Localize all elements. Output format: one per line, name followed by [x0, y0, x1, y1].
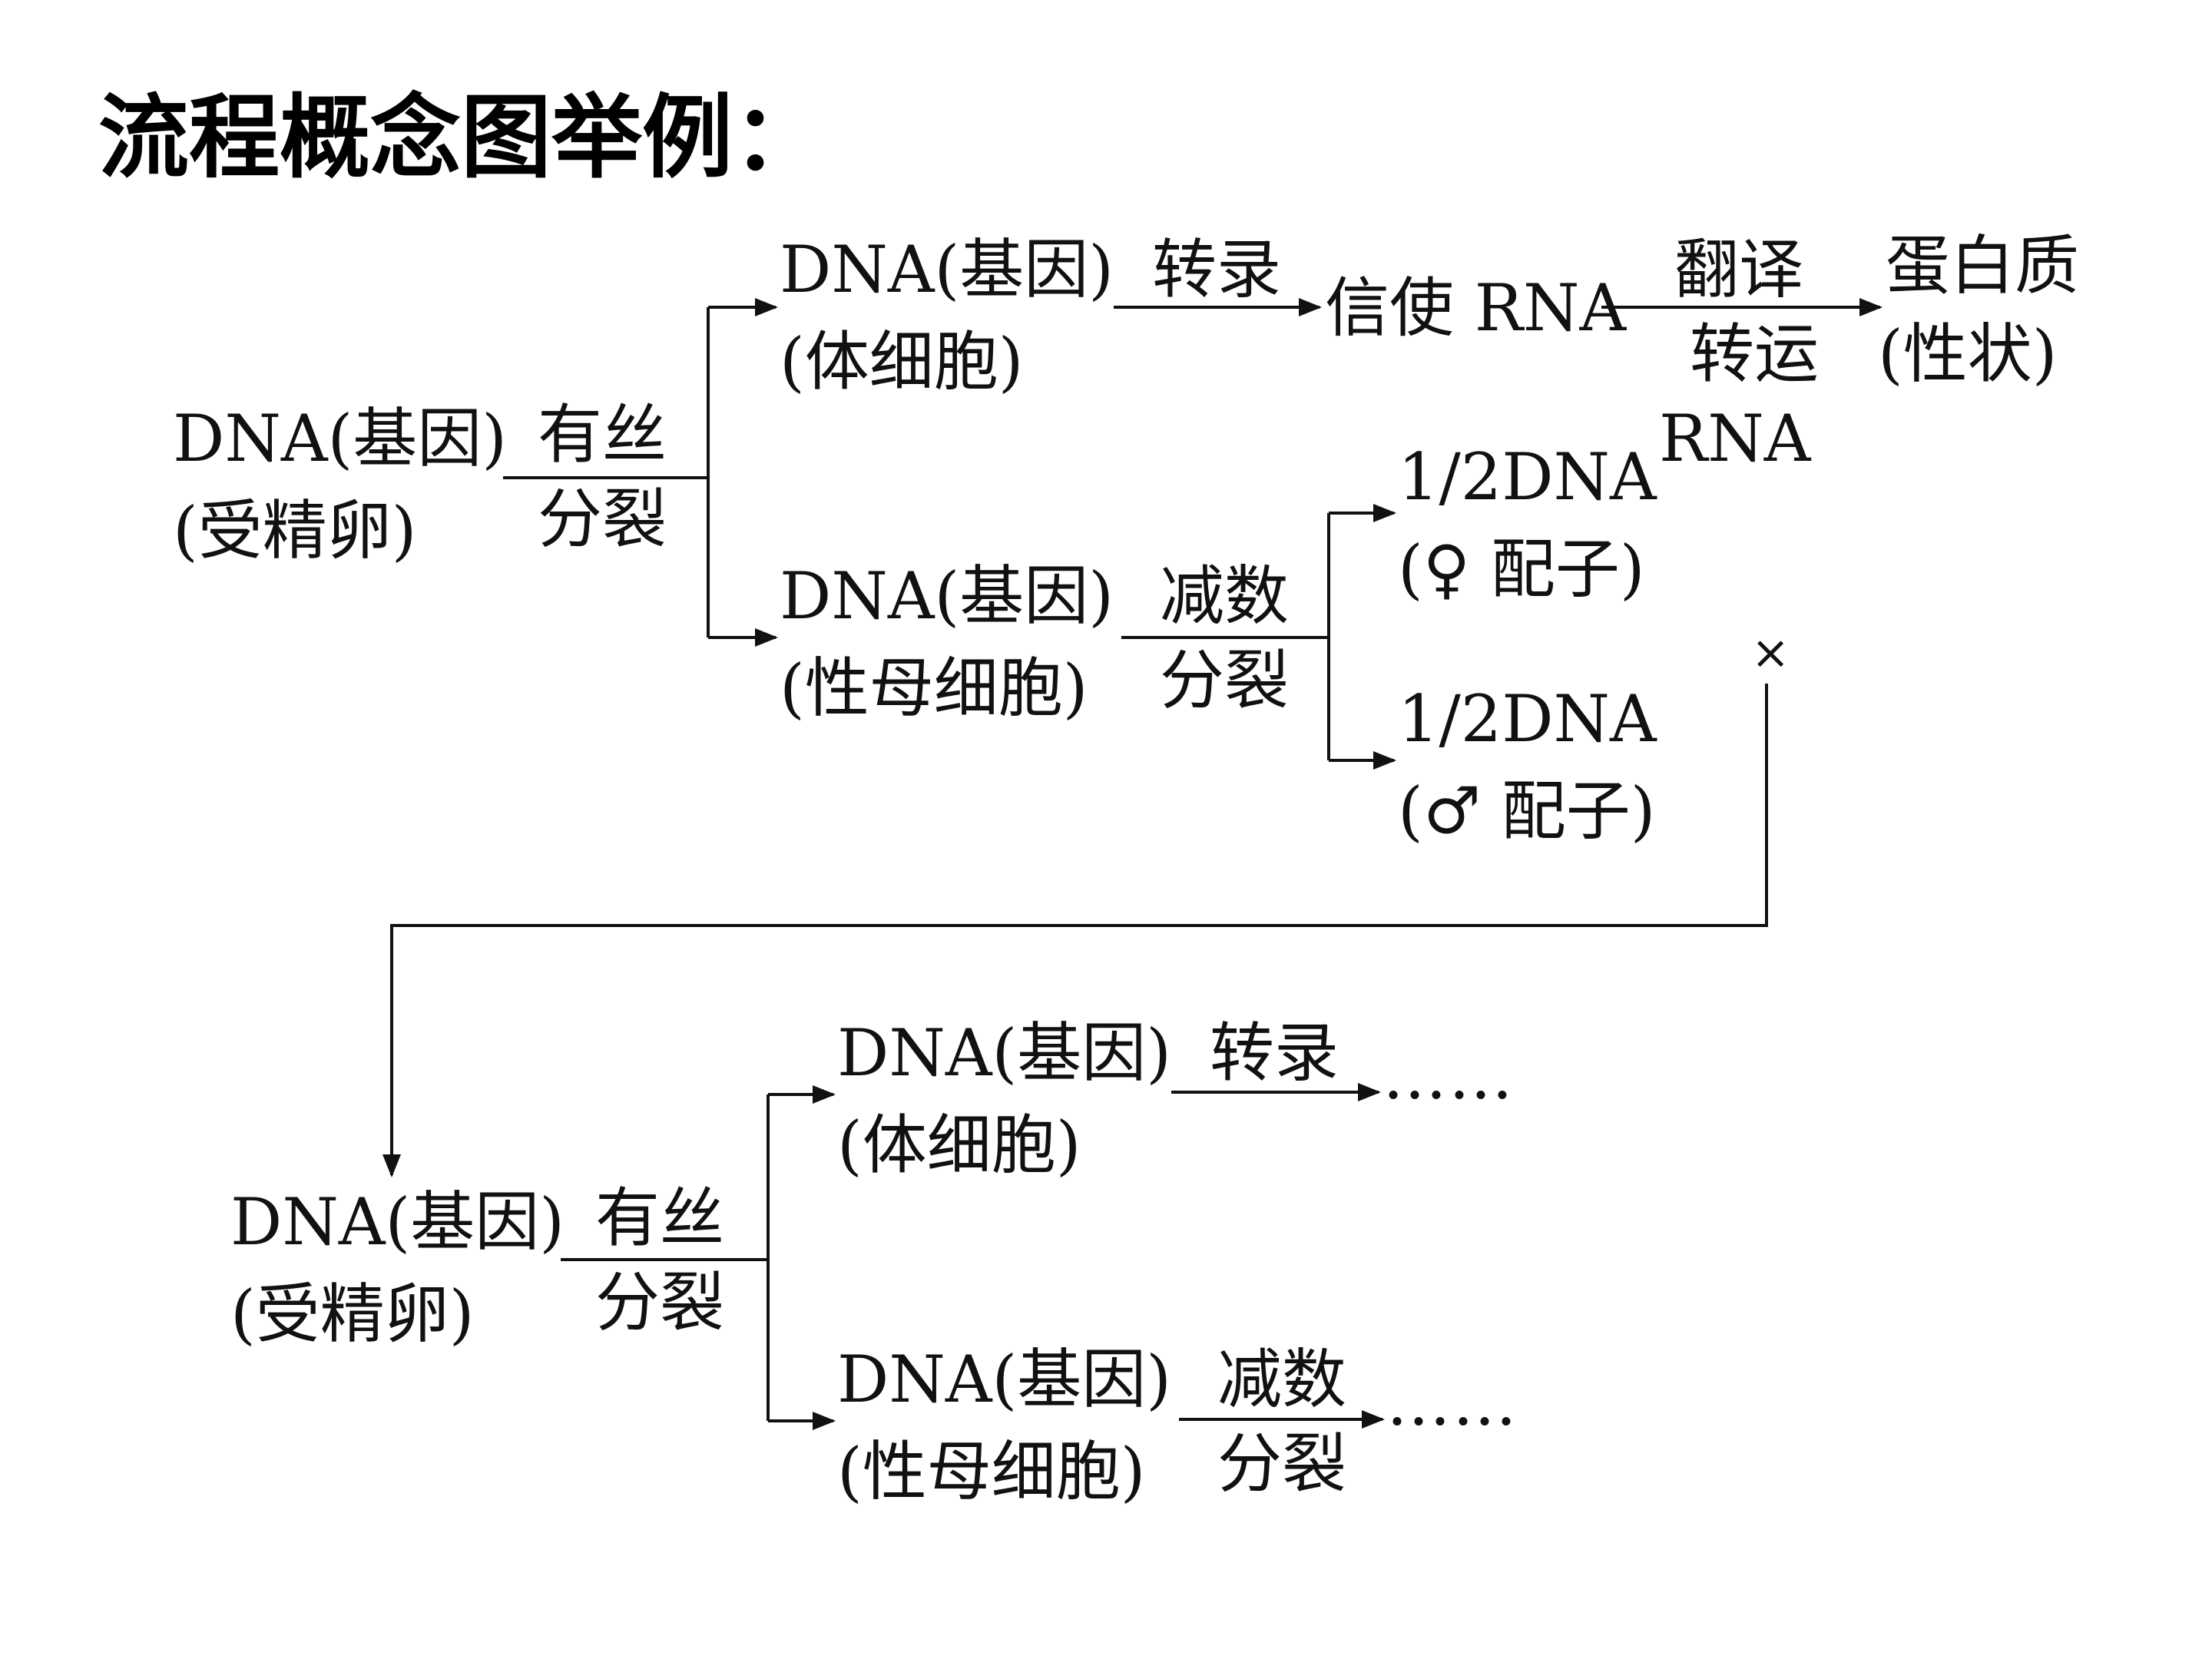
- top-female-dna: 1/2DNA: [1398, 439, 1657, 515]
- bottom-zygote-dna: DNA(基因): [230, 1184, 565, 1260]
- top-mrna: 信使 RNA: [1325, 270, 1627, 346]
- top-zygote-dna: DNA(基因): [173, 401, 507, 476]
- cross-symbol: ×: [1751, 626, 1790, 680]
- top-male-gamete: (♂ 配子): [1398, 773, 1656, 849]
- top-somatic-label: (体细胞): [780, 324, 1024, 399]
- top-protein: 蛋白质: [1886, 228, 2079, 303]
- bottom-mitosis-label-bottom: 分裂: [595, 1265, 724, 1340]
- top-translation-label: 翻译: [1674, 232, 1803, 307]
- bottom-meiosis-label-top: 减数: [1217, 1342, 1346, 1417]
- bottom-zygote-label: (受精卵): [230, 1277, 475, 1352]
- bottom-mitosis-label-top: 有丝: [595, 1181, 724, 1256]
- top-zygote-label: (受精卵): [173, 493, 417, 568]
- bottom-germ-label: (性母细胞): [837, 1434, 1146, 1509]
- top-trait: (性状): [1878, 316, 2058, 392]
- bottom-ellipsis-1: ……: [1382, 1038, 1515, 1114]
- bottom-somatic-label: (体细胞): [837, 1108, 1081, 1183]
- bottom-germ-dna: DNA(基因): [837, 1342, 1171, 1417]
- top-somatic-dna: DNA(基因): [780, 232, 1114, 307]
- fertilization-connector: [382, 684, 1768, 1177]
- top-meiosis-label-bottom: 分裂: [1160, 643, 1289, 718]
- top-trna-label-1: 转运: [1690, 316, 1819, 392]
- top-mitosis-label-bottom: 分裂: [538, 482, 667, 557]
- top-female-gamete: (♀ 配子): [1398, 531, 1645, 607]
- top-trna-label-2: RNA: [1659, 401, 1812, 476]
- bottom-ellipsis-2: ……: [1386, 1365, 1518, 1440]
- top-germ-dna: DNA(基因): [780, 558, 1114, 634]
- bottom-meiosis-label-bottom: 分裂: [1217, 1426, 1346, 1502]
- top-transcription-label: 转录: [1152, 232, 1281, 307]
- page-title: 流程概念图举例：: [98, 84, 823, 190]
- top-meiosis-label-top: 减数: [1160, 558, 1289, 634]
- top-mitosis-label-top: 有丝: [538, 397, 667, 472]
- bottom-transcription-label: 转录: [1210, 1015, 1339, 1091]
- bottom-somatic-dna: DNA(基因): [837, 1015, 1171, 1091]
- top-germ-label: (性母细胞): [780, 651, 1088, 726]
- top-male-dna: 1/2DNA: [1398, 681, 1657, 757]
